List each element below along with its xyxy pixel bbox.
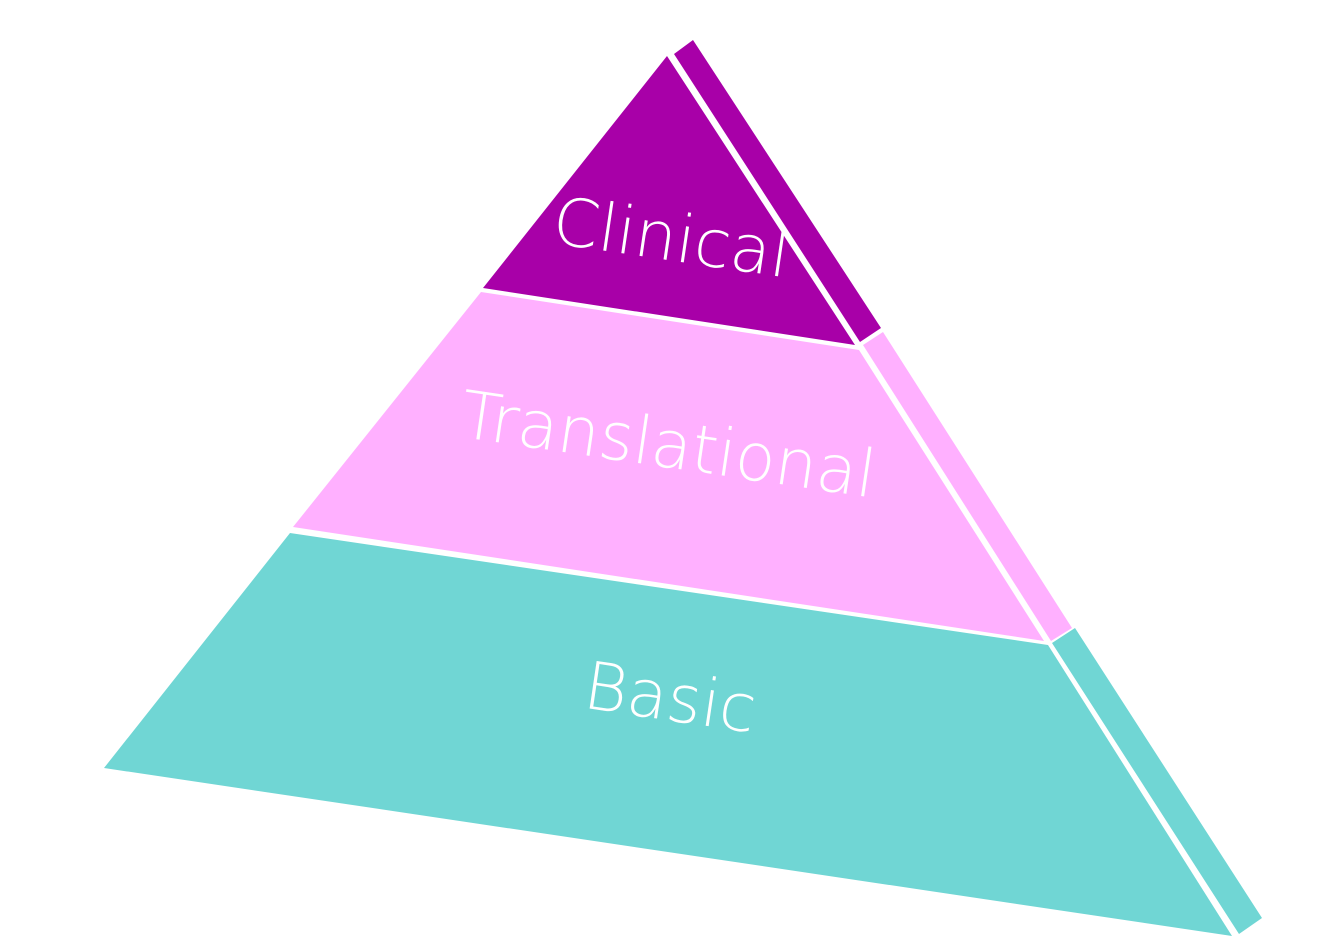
tier-clinical-side-face bbox=[674, 40, 881, 342]
tier-translational-side-face bbox=[863, 332, 1072, 641]
tier-clinical: Clinical bbox=[483, 40, 881, 345]
tier-clinical-front-face bbox=[483, 56, 855, 345]
tier-translational-front-face bbox=[293, 292, 1044, 641]
tier-basic: Basic bbox=[104, 533, 1262, 936]
tier-basic-side-face bbox=[1052, 628, 1262, 934]
tier-translational: Translational bbox=[293, 292, 1072, 641]
tier-basic-front-face bbox=[104, 533, 1232, 936]
